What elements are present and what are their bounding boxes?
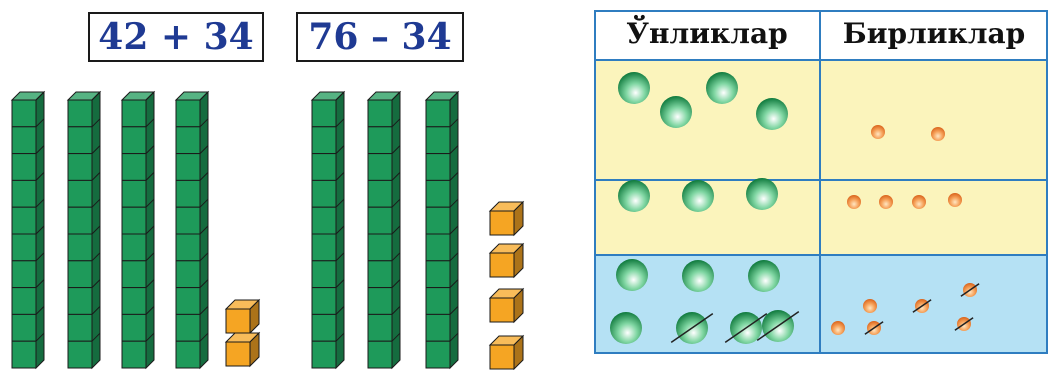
addition-expression-text: 42 + 34 bbox=[98, 16, 254, 58]
addition-ten-rod bbox=[10, 90, 46, 370]
ten-ball bbox=[746, 178, 778, 210]
subtraction-ten-rod bbox=[424, 90, 460, 370]
one-ball bbox=[912, 195, 926, 209]
subtraction-one-cube bbox=[488, 242, 525, 279]
one-ball bbox=[847, 195, 861, 209]
place-value-grid bbox=[594, 10, 1048, 354]
subtraction-expression-text: 76 – 34 bbox=[308, 16, 452, 58]
header-tens: Ўнликлар bbox=[594, 10, 820, 56]
ten-ball bbox=[748, 260, 780, 292]
subtraction-ten-rod bbox=[310, 90, 346, 370]
ten-ball bbox=[682, 260, 714, 292]
ten-ball bbox=[682, 180, 714, 212]
header-ones: Бирликлар bbox=[820, 10, 1048, 56]
subtraction-expression: 76 – 34 bbox=[296, 12, 464, 62]
ten-ball bbox=[618, 72, 650, 104]
addition-ten-rod bbox=[66, 90, 102, 370]
subtraction-ten-rod bbox=[366, 90, 402, 370]
ten-ball bbox=[618, 180, 650, 212]
header-ones-label: Бирликлар bbox=[842, 16, 1026, 50]
one-ball bbox=[879, 195, 893, 209]
one-ball bbox=[863, 299, 877, 313]
addition-one-cube bbox=[224, 298, 261, 335]
subtraction-one-cube bbox=[488, 334, 525, 370]
subtraction-one-cube bbox=[488, 287, 525, 324]
one-ball bbox=[831, 321, 845, 335]
header-tens-label: Ўнликлар bbox=[626, 16, 788, 50]
addition-ten-rod bbox=[120, 90, 156, 370]
ten-ball bbox=[756, 98, 788, 130]
one-ball bbox=[948, 193, 962, 207]
subtraction-one-cube bbox=[488, 200, 525, 237]
one-ball bbox=[931, 127, 945, 141]
ten-ball bbox=[616, 259, 648, 291]
addition-expression: 42 + 34 bbox=[88, 12, 264, 62]
ten-ball bbox=[706, 72, 738, 104]
ten-ball bbox=[660, 96, 692, 128]
one-ball bbox=[871, 125, 885, 139]
addition-ten-rod bbox=[174, 90, 210, 370]
base-ten-blocks bbox=[10, 90, 525, 370]
addition-one-cube bbox=[224, 331, 261, 368]
place-value-table: Ўнликлар Бирликлар bbox=[594, 10, 1048, 354]
ten-ball bbox=[610, 312, 642, 344]
